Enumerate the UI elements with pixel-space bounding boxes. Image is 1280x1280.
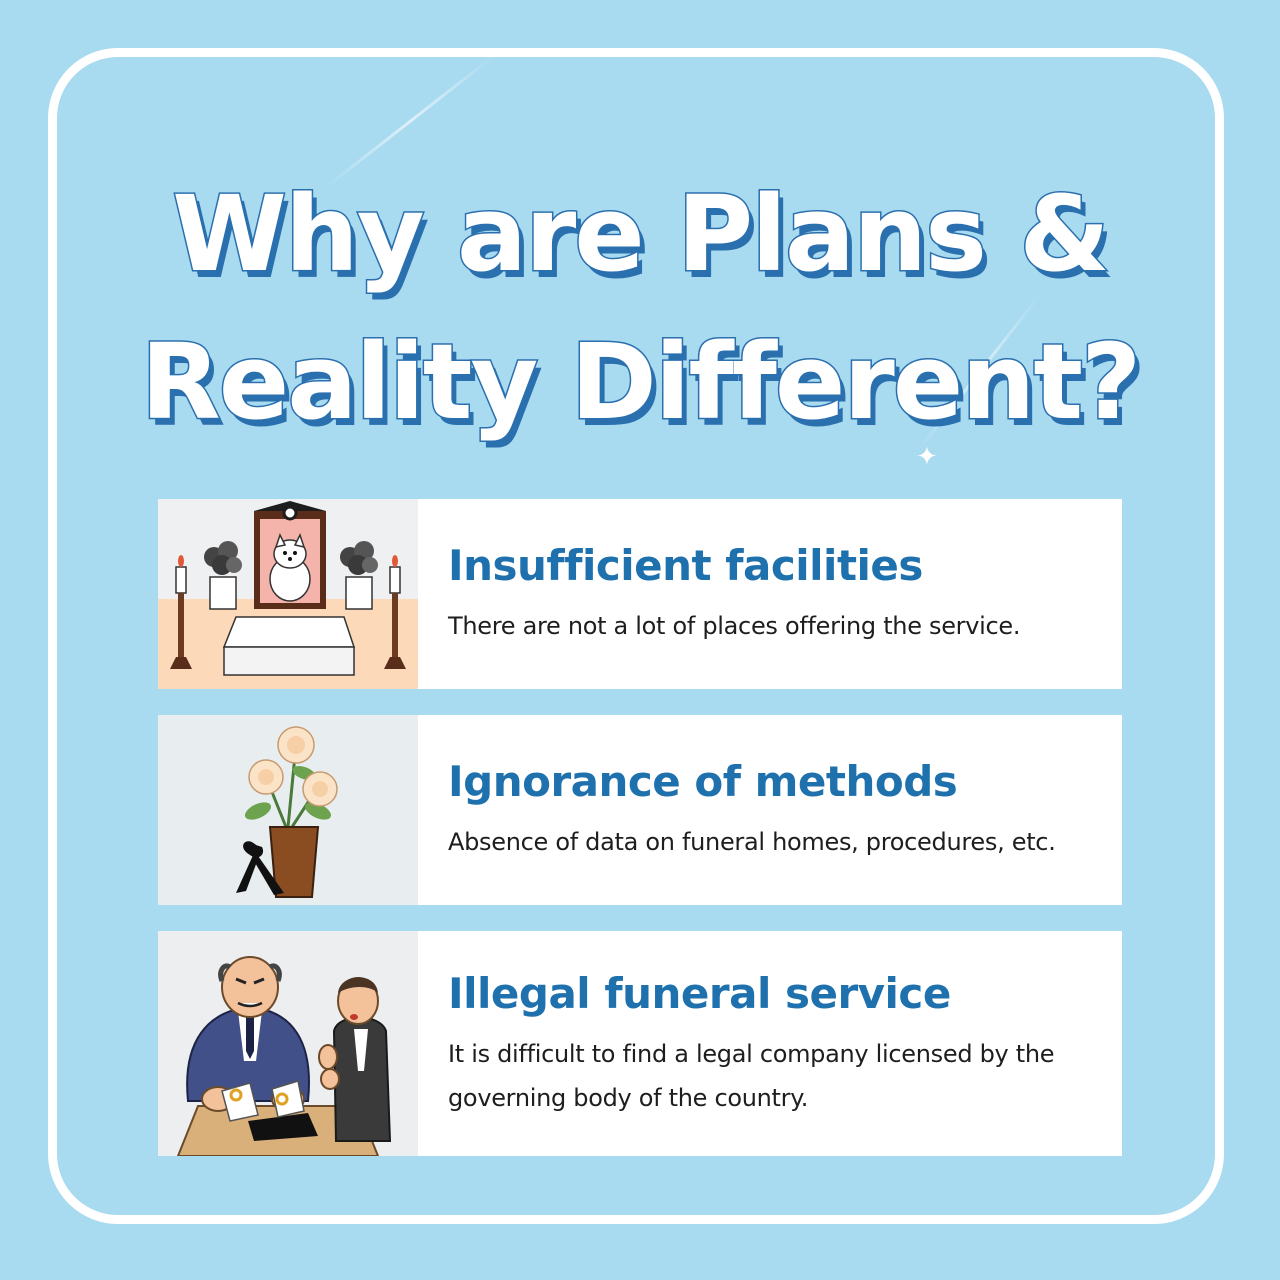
card-title: Illegal funeral service (448, 968, 951, 1018)
card-title: Insufficient facilities (448, 541, 923, 590)
page-title: Why are Plans & Reality Different? (100, 160, 1180, 456)
card-text: Ignorance of methods Absence of data on … (418, 715, 1108, 905)
page-title-line-2: Reality Different? (139, 320, 1143, 445)
page-title-line-1: Why are Plans & (171, 172, 1112, 297)
reason-card-insufficient-facilities: Insufficient facilities There are not a … (158, 499, 1122, 689)
card-title: Ignorance of methods (448, 757, 958, 806)
pet-memorial-altar-illustration (158, 499, 418, 689)
reason-card-ignorance-of-methods: Ignorance of methods Absence of data on … (158, 715, 1122, 905)
card-text: Illegal funeral service It is difficult … (418, 931, 1108, 1156)
chrysanthemum-pot-with-black-ribbon-illustration (158, 715, 418, 905)
reason-card-illegal-funeral-service: Illegal funeral service It is difficult … (158, 931, 1122, 1156)
card-description: Absence of data on funeral homes, proced… (448, 828, 1056, 856)
card-text: Insufficient facilities There are not a … (418, 499, 1108, 689)
sparkle-icon: ✦ (916, 442, 938, 472)
card-description: There are not a lot of places offering t… (448, 612, 1021, 640)
shady-businessman-with-money-illustration (158, 931, 418, 1156)
card-description: It is difficult to find a legal company … (448, 1039, 1055, 1112)
